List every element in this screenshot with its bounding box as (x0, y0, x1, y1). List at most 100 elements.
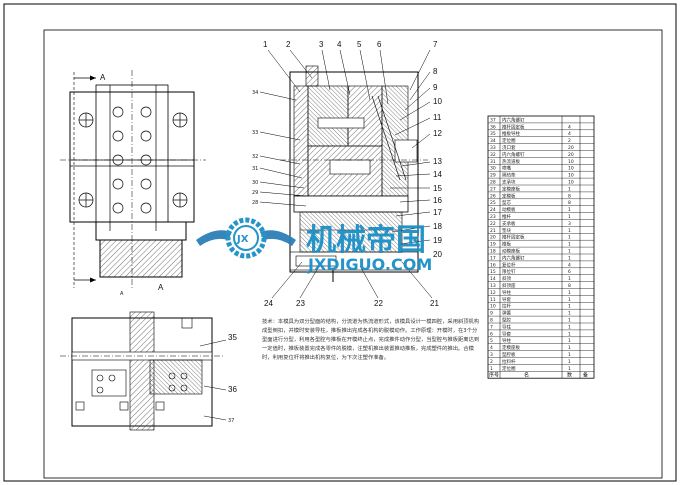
table-cell-no: 26 (490, 193, 496, 199)
table-cell-qty: 4 (568, 131, 571, 137)
table-cell-no: 2 (490, 359, 493, 365)
table-cell-qty: 3 (568, 221, 571, 227)
table-cell-name: 内六角螺钉 (502, 151, 525, 158)
outer-border (3, 3, 677, 482)
table-cell-name: 隔热垫 (502, 172, 516, 179)
table-cell-name: 推板 (502, 241, 511, 248)
table-cell-qty: 1 (568, 324, 571, 330)
table-cell-no: 28 (490, 180, 496, 186)
table-cell-no: 15 (490, 269, 496, 275)
table-cell-qty: 8 (568, 193, 571, 199)
watermark-en: JXDIGUO.COM (307, 255, 432, 274)
callout-17: 17 (433, 208, 442, 217)
table-cell-qty: 1 (568, 228, 571, 234)
table-cell-no: 20 (490, 235, 496, 241)
table-cell-qty: 20 (568, 152, 574, 158)
table-cell-name: 定模板 (502, 192, 516, 199)
table-cell-name: 导套 (502, 330, 511, 337)
section-label-small: A (120, 291, 124, 297)
table-cell-no: 24 (490, 207, 496, 213)
table-cell-no: 16 (490, 262, 496, 268)
callout-5: 5 (357, 40, 362, 49)
table-cell-name: 推板导柱 (502, 130, 520, 137)
table-cell-qty: 1 (568, 345, 571, 351)
callout-4: 4 (337, 40, 342, 49)
callout-2: 2 (286, 40, 291, 49)
technical-notes: 技术：本模具为双分型面的结构，分流道为热流道形式，该模具设计一模四腔，采用斜顶机… (262, 319, 480, 361)
table-cell-qty: 1 (568, 352, 571, 358)
table-cell-name: 型腔板 (502, 351, 516, 358)
table-cell-no: 3 (490, 352, 493, 358)
table-cell-no: 9 (490, 311, 493, 317)
callout-8: 8 (433, 67, 438, 76)
table-cell-qty: 1 (568, 311, 571, 317)
table-cell-qty: 1 (568, 186, 571, 192)
callouts (259, 49, 433, 299)
table-cell-no: 12 (490, 290, 496, 296)
table-cell-no: 27 (490, 186, 496, 192)
table-row: 26 定模板 8 (490, 192, 571, 199)
table-cell-no: 19 (490, 242, 496, 248)
table-cell-no: 33 (490, 145, 496, 151)
table-cell-name: 垫块 (502, 227, 511, 234)
table-cell-qty: 10 (568, 173, 574, 179)
callout-21: 21 (430, 299, 439, 308)
callout-16: 16 (433, 196, 442, 205)
table-cell-qty: 4 (568, 262, 571, 268)
table-cell-no: 30 (490, 166, 496, 172)
section-label-bottom: A (158, 283, 164, 292)
table-cell-name: 型芯 (502, 199, 511, 206)
main-section-view (280, 65, 428, 282)
table-cell-no: 36 (490, 124, 496, 130)
table-cell-name: 浇口套 (502, 144, 516, 151)
callout-10: 10 (433, 97, 442, 106)
table-cell-name: 支承板 (502, 220, 516, 227)
table-cell-name: 喷嘴 (502, 165, 511, 172)
table-cell-name: 型腔 (502, 317, 511, 324)
table-cell-name: 动模座板 (502, 248, 520, 255)
table-cell-name: 推杆固定板 (502, 123, 525, 130)
table-cell-no: 8 (490, 318, 493, 324)
table-cell-no: 10 (490, 304, 496, 310)
section-label-top: A (100, 73, 106, 82)
table-cell-name: 内六角螺钉 (502, 116, 525, 123)
table-cell-no: 34 (490, 138, 496, 144)
table-cell-name: 定模座板 (502, 185, 520, 192)
watermark: JX 机械帝国 JXDIGUO.COM (196, 217, 432, 274)
table-cell-no: 29 (490, 173, 496, 179)
table-cell-no: 14 (490, 276, 496, 282)
table-cell-name: 导柱 (502, 323, 511, 330)
callout-36: 36 (228, 385, 237, 394)
table-footer-name: 名 (524, 372, 529, 379)
table-cell-no: 32 (490, 152, 496, 158)
callout-32: 32 (252, 154, 258, 160)
callout-35: 35 (228, 333, 237, 342)
table-cell-name: 内六角螺钉 (502, 254, 525, 261)
table-cell-qty: 1 (568, 359, 571, 365)
table-cell-qty: 1 (568, 207, 571, 213)
table-cell-name: 推杆 (502, 213, 511, 220)
callout-23: 23 (296, 299, 305, 308)
callout-33: 33 (252, 130, 258, 136)
table-cell-qty: 8 (568, 200, 571, 206)
table-cell-qty: 20 (568, 145, 574, 151)
callout-20: 20 (433, 250, 442, 259)
watermark-emblem: JX (236, 234, 249, 245)
table-cell-name: 限位钉 (502, 268, 516, 275)
